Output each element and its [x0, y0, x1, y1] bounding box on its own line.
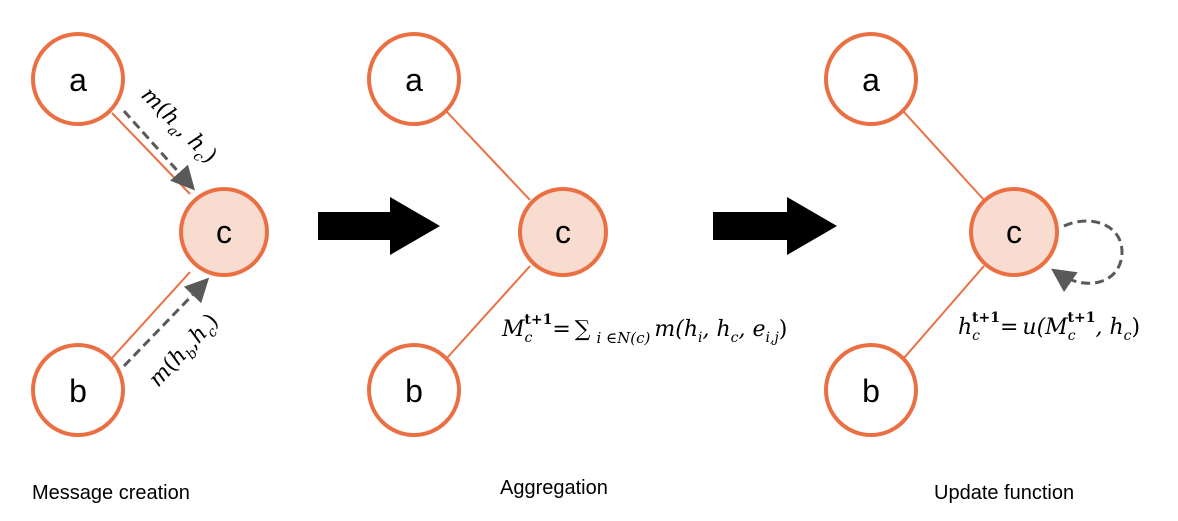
edge-a-c	[446, 111, 531, 201]
node-c: c	[518, 187, 608, 277]
node-a: a	[31, 32, 125, 126]
node-a-label: a	[862, 62, 880, 98]
caption-message-creation: Message creation	[32, 482, 190, 504]
node-b-label: b	[405, 373, 423, 409]
svg-text:m(ha, hc): m(ha, hc)	[133, 83, 222, 172]
node-b: b	[31, 343, 125, 437]
node-b: b	[824, 343, 918, 437]
update-formula: hct+1=u(Mct+1, hc)	[958, 310, 1140, 344]
caption-aggregation: Aggregation	[500, 477, 608, 499]
transition-arrow-2	[713, 197, 837, 255]
self-loop-arrow	[1051, 219, 1124, 293]
panel-update-function: a c b hct+1=u(Mct+1, hc) Update function	[824, 32, 1140, 504]
edge-b-c	[903, 265, 985, 359]
transition-arrow-1	[318, 197, 440, 255]
node-a-label: a	[69, 62, 87, 98]
message-arrow-b-to-c	[122, 277, 210, 368]
message-label-b: m(hb,hc)	[144, 309, 227, 395]
edge-a-c	[903, 111, 985, 201]
node-a: a	[824, 32, 918, 126]
message-label-a: m(ha, hc)	[133, 83, 222, 172]
edge-b-c	[111, 271, 191, 359]
node-c-label: c	[216, 214, 232, 250]
node-b: b	[367, 343, 461, 437]
node-a: a	[367, 32, 461, 126]
panel-aggregation: a c b Mct+1=∑i ∈N(c)m(hi, hc, ei,j) Aggr…	[367, 32, 787, 499]
svg-text:m(hb,hc): m(hb,hc)	[144, 309, 227, 395]
node-b-label: b	[69, 373, 87, 409]
node-c: c	[969, 187, 1059, 277]
caption-update-function: Update function	[934, 482, 1074, 504]
node-c: c	[179, 187, 269, 277]
node-b-label: b	[862, 373, 880, 409]
panel-message-creation: a c b m(ha, hc) m(hb,hc) Message creatio…	[31, 32, 269, 504]
edge-b-c	[446, 265, 531, 359]
node-c-label: c	[555, 214, 571, 250]
message-arrow-a-to-c	[122, 110, 195, 191]
node-a-label: a	[405, 62, 423, 98]
aggregation-formula: Mct+1=∑i ∈N(c)m(hi, hc, ei,j)	[501, 312, 787, 347]
node-c-label: c	[1006, 214, 1022, 250]
